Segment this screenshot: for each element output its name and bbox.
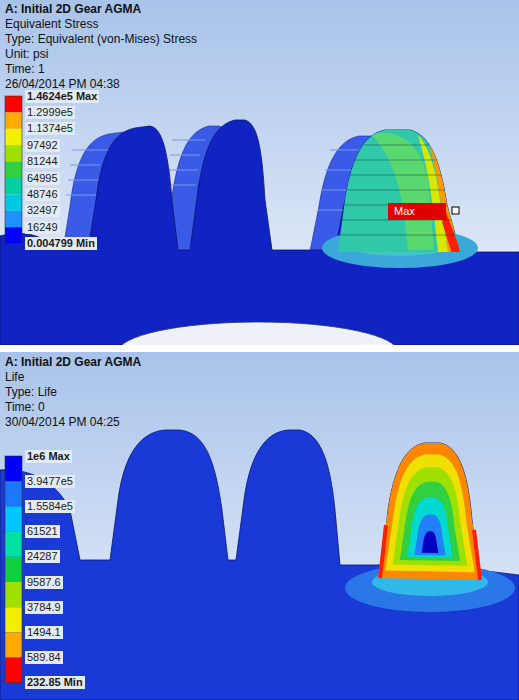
panel-ground (0, 352, 519, 700)
legend-value: 3784.9 (25, 601, 63, 614)
result-info: Time: 0 (5, 400, 45, 414)
result-title: A: Initial 2D Gear AGMA (5, 2, 141, 16)
damaged-tooth (378, 443, 482, 580)
legend-value: 589.84 (25, 651, 63, 664)
result-info: 30/04/2014 PM 04:25 (5, 415, 120, 429)
legend-extreme: 0.004799 Min (25, 237, 97, 250)
result-info: Type: Life (5, 385, 57, 399)
legend-value: 9587.6 (25, 576, 63, 589)
legend-value: 61521 (25, 525, 60, 538)
gear-body (0, 430, 519, 700)
legend-value: 16249 (25, 221, 60, 234)
legend-value: 1.5584e5 (25, 500, 75, 513)
result-info: Equivalent Stress (5, 17, 98, 31)
result-info: Unit: psi (5, 47, 48, 61)
legend-value: 24287 (25, 550, 60, 563)
legend-extreme: 1.4624e5 Max (25, 90, 99, 103)
result-info: Time: 1 (5, 62, 45, 76)
result-title: A: Initial 2D Gear AGMA (5, 355, 141, 369)
legend-extreme: 1e6 Max (25, 450, 72, 463)
stressed-tooth (330, 120, 470, 260)
legend-value: 1.2999e5 (25, 106, 75, 119)
legend-value: 32497 (25, 204, 60, 217)
contour-color-bar (5, 96, 22, 244)
legend-value: 1.1374e5 (25, 122, 75, 135)
legend-value: 97492 (25, 139, 60, 152)
legend-value: 48746 (25, 188, 60, 201)
legend-value: 1494.1 (25, 626, 63, 639)
legend-value: 3.9477e5 (25, 475, 75, 488)
contour-color-bar (5, 456, 22, 683)
max-callout: Max (388, 203, 446, 220)
result-info: Life (5, 370, 24, 384)
legend-extreme: 232.85 Min (25, 676, 85, 689)
result-info: Type: Equivalent (von-Mises) Stress (5, 32, 197, 46)
max-marker (452, 207, 459, 214)
gear-body (0, 120, 519, 345)
callout-text: Max (394, 205, 415, 217)
legend-value: 81244 (25, 155, 60, 168)
gear-bore (118, 322, 398, 345)
legend-value: 64995 (25, 172, 60, 185)
